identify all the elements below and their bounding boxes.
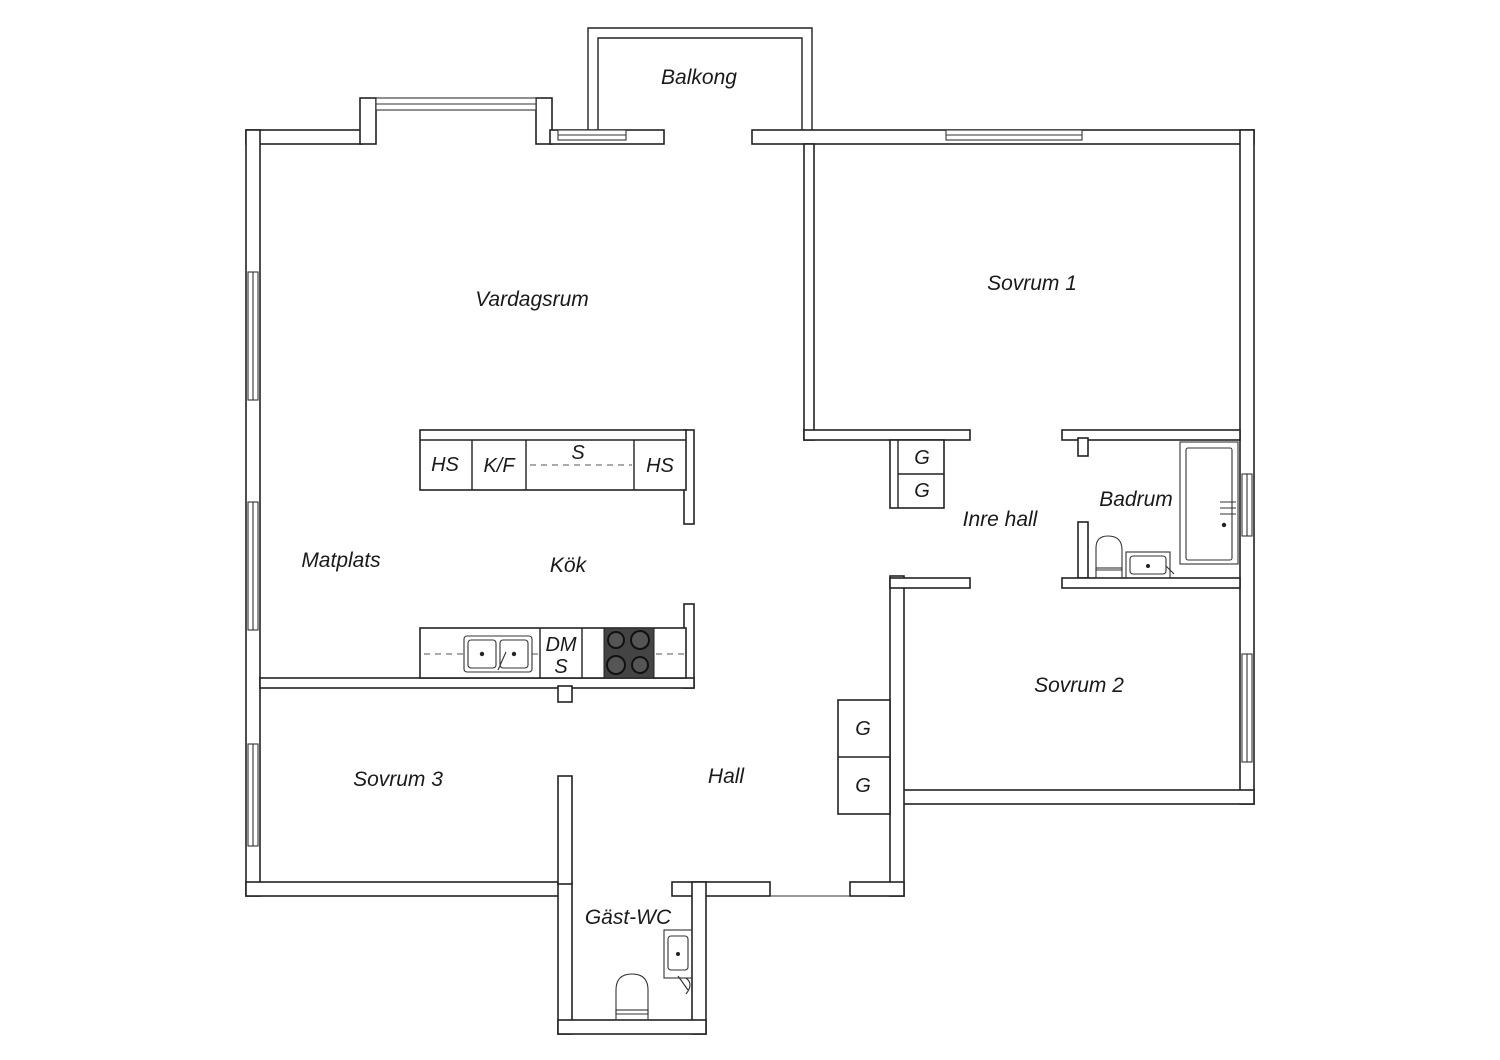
room-label-badrum: Badrum — [1099, 488, 1173, 511]
counter-label-s-upper: S — [571, 442, 585, 464]
room-label-sovrum3: Sovrum 3 — [353, 768, 443, 791]
balcony — [587, 27, 813, 130]
washbasin-icon-bathroom — [1125, 551, 1175, 579]
room-labels: Balkong Vardagsrum Sovrum 1 Matplats Kök… — [301, 66, 1172, 929]
room-label-inre-hall: Inre hall — [963, 508, 1039, 531]
wardrobes-hall: G G — [837, 699, 891, 815]
toilet-icon-bathroom — [1095, 535, 1123, 579]
windows — [247, 97, 1253, 847]
wardrobe-label-g2: G — [914, 480, 930, 502]
counter-label-hs-left: HS — [431, 454, 459, 476]
room-label-kok: Kök — [550, 554, 588, 577]
room-label-sovrum1: Sovrum 1 — [987, 272, 1077, 295]
wardrobe-label-g3: G — [855, 718, 871, 740]
wardrobe-label-g1: G — [914, 447, 930, 469]
wardrobe-label-g4: G — [855, 775, 871, 797]
sink-icon — [463, 635, 533, 673]
interior-walls — [259, 143, 1241, 885]
counter-label-s-lower: S — [554, 656, 568, 678]
room-label-sovrum2: Sovrum 2 — [1034, 674, 1124, 697]
counter-label-kf: K/F — [483, 455, 516, 477]
room-label-balkong: Balkong — [661, 66, 737, 89]
counter-label-hs-right: HS — [646, 455, 674, 477]
outer-walls — [245, 97, 1255, 1035]
wardrobes-inner-hall: G G — [889, 439, 945, 509]
kitchen-counter-lower: DM S — [419, 627, 687, 679]
bathtub-icon — [1179, 441, 1239, 565]
room-label-matplats: Matplats — [301, 549, 381, 572]
stove-icon — [603, 627, 655, 679]
counter-label-dm: DM — [545, 634, 576, 656]
room-label-hall: Hall — [708, 765, 746, 788]
washbasin-icon-guest-wc — [663, 929, 693, 995]
room-label-gast-wc: Gäst-WC — [585, 906, 672, 929]
toilet-icon-guest-wc — [615, 973, 649, 1021]
kitchen-counter-upper: HS K/F S HS — [419, 429, 687, 491]
room-label-vardagsrum: Vardagsrum — [475, 288, 589, 311]
